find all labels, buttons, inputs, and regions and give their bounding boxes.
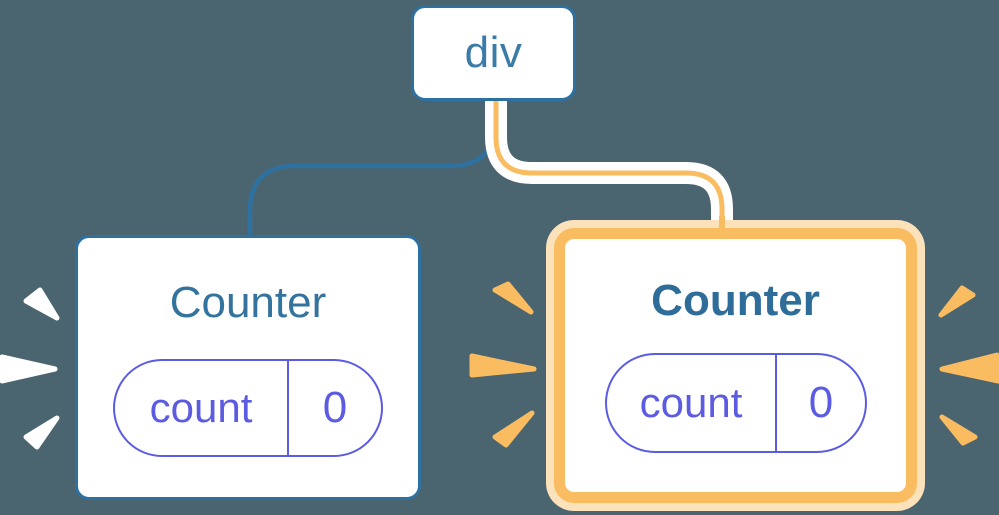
render-burst-right-right-icon [938, 285, 999, 446]
state-key-right: count [607, 355, 777, 451]
render-burst-right-left-icon [469, 281, 537, 448]
render-burst-left-icon [0, 287, 60, 450]
counter-title-right: Counter [651, 276, 820, 325]
root-node-card: div [411, 5, 576, 101]
state-value-left: 0 [322, 383, 348, 432]
counter-title-left: Counter [169, 278, 327, 327]
state-pill-right: count 0 [605, 353, 867, 453]
root-node-label: div [464, 28, 523, 77]
state-pill-left: count 0 [113, 359, 383, 457]
edge-parent-to-right-counter [493, 100, 725, 222]
state-value-right: 0 [808, 378, 834, 427]
edge-ring-crossing [719, 216, 725, 231]
state-key-left: count [115, 361, 289, 455]
